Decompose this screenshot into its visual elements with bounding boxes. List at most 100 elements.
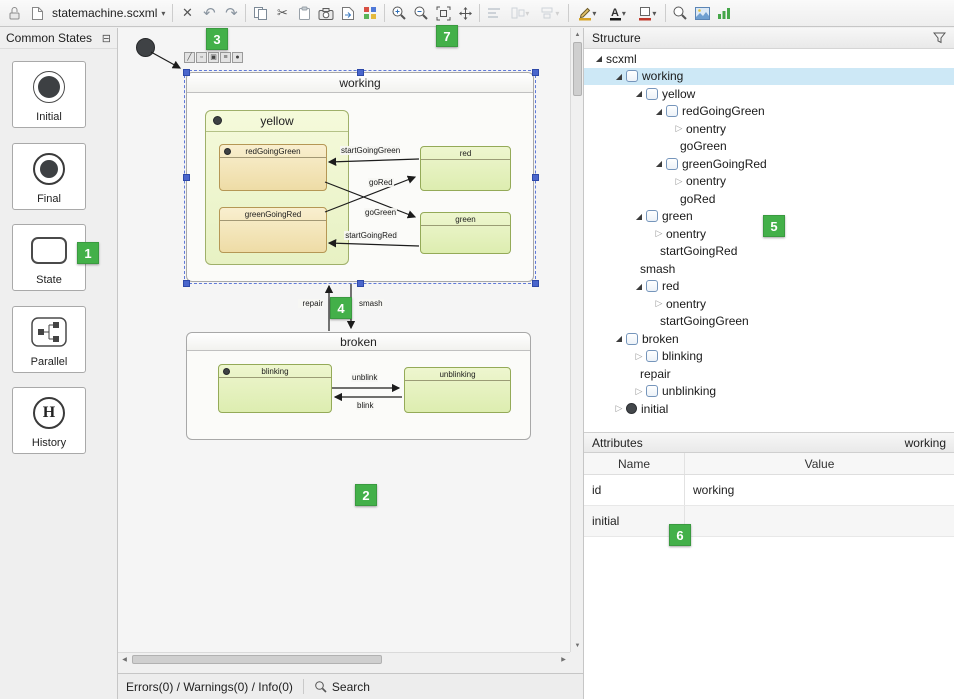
state-unblinking[interactable]: unblinking [404,367,511,413]
resize-handle[interactable] [532,280,539,287]
resize-handle[interactable] [183,280,190,287]
zoom-out-button[interactable] [410,2,432,24]
transition-label-blink[interactable]: blink [356,401,375,410]
palette-item-final[interactable]: Final [12,143,86,210]
palette-item-initial[interactable]: Initial [12,61,86,128]
magnifier-button[interactable] [669,2,691,24]
attribute-row-initial[interactable]: initial [584,506,954,537]
align-vertical-button[interactable]: ▾ [535,2,565,24]
transition-label-startGoingGreen[interactable]: startGoingGreen [340,146,401,155]
document-button[interactable] [26,2,48,24]
vertical-scrollbar[interactable]: ▲ ▼ [570,28,583,652]
horizontal-scroll-thumb[interactable] [132,655,382,664]
resize-handle[interactable] [357,280,364,287]
resize-handle[interactable] [357,69,364,76]
palette-item-history[interactable]: H History [12,387,86,454]
screenshot-button[interactable] [315,2,337,24]
palette-item-state[interactable]: State [12,224,86,291]
column-header-value[interactable]: Value [804,456,835,471]
tree-item-onentry[interactable]: ▷onentry [584,225,954,243]
tree-item-blinking[interactable]: ▷blinking [584,348,954,366]
zoom-in-button[interactable] [388,2,410,24]
column-header-name[interactable]: Name [584,453,685,474]
tree-expanded-icon[interactable]: ◢ [595,54,603,64]
resize-handle[interactable] [183,69,190,76]
font-color-button[interactable]: A ▾ [602,2,632,24]
statistics-button[interactable] [713,2,735,24]
fill-color-button[interactable]: ▾ [632,2,662,24]
tree-item-repair[interactable]: repair [584,365,954,383]
tree-item-startGoingGreen[interactable]: startGoingGreen [584,313,954,331]
tree-item-redGoingGreen[interactable]: ◢redGoingGreen [584,103,954,121]
tree-collapsed-icon[interactable]: ▷ [675,175,683,186]
adjuster-button-2[interactable]: ▫ [196,52,207,63]
adjuster-button-5[interactable]: ● [232,52,243,63]
vertical-scroll-thumb[interactable] [573,42,582,96]
adjuster-button-3[interactable]: ▣ [208,52,219,63]
close-document-button[interactable]: ✕ [176,2,198,24]
resize-handle[interactable] [532,174,539,181]
tree-expanded-icon[interactable]: ◢ [655,106,663,116]
resize-handle[interactable] [532,69,539,76]
export-button[interactable] [337,2,359,24]
scroll-up-icon[interactable]: ▲ [574,31,581,38]
file-selector[interactable]: statemachine.scxml ▾ [48,2,169,24]
tree-expanded-icon[interactable]: ◢ [635,211,643,221]
resize-handle[interactable] [183,174,190,181]
transition-label-smash[interactable]: smash [358,299,384,308]
attribute-value[interactable]: working [693,483,735,497]
adjuster-button-1[interactable]: ╱ [184,52,195,63]
tree-collapsed-icon[interactable]: ▷ [655,298,663,309]
tree-item-red[interactable]: ◢red [584,278,954,296]
color-theme-button[interactable] [359,2,381,24]
align-horizontal-button[interactable]: ▾ [505,2,535,24]
scroll-right-icon[interactable]: ▶ [561,657,566,663]
tree-expanded-icon[interactable]: ◢ [655,159,663,169]
align-button[interactable] [483,2,505,24]
state-green[interactable]: green [420,212,511,254]
state-greenGoingRed[interactable]: greenGoingRed [219,207,327,253]
tree-item-onentry[interactable]: ▷onentry [584,120,954,138]
lock-button[interactable] [4,2,26,24]
tree-item-broken[interactable]: ◢broken [584,330,954,348]
state-chart-canvas[interactable]: ╱ ▫ ▣ ≡ ● working yellow [118,28,570,652]
horizontal-scrollbar[interactable]: ◀ ▶ [118,652,570,665]
filter-icon[interactable] [933,32,946,44]
tree-expanded-icon[interactable]: ◢ [615,71,623,81]
tree-item-goRed[interactable]: goRed [584,190,954,208]
tree-item-goGreen[interactable]: goGreen [584,138,954,156]
tree-item-green[interactable]: ◢green [584,208,954,226]
tree-expanded-icon[interactable]: ◢ [615,334,623,344]
paste-button[interactable] [293,2,315,24]
pan-button[interactable] [454,2,476,24]
undo-button[interactable]: ↶ [198,2,220,24]
tree-item-initial[interactable]: ▷initial [584,400,954,418]
tree-item-working[interactable]: ◢working [584,67,954,85]
tree-item-onentry[interactable]: ▷onentry [584,173,954,191]
scroll-left-icon[interactable]: ◀ [122,657,127,663]
state-redGoingGreen[interactable]: redGoingGreen [219,144,327,191]
tree-item-scxml[interactable]: ◢scxml [584,50,954,68]
tree-collapsed-icon[interactable]: ▷ [635,350,643,361]
transition-label-repair[interactable]: repair [298,299,324,308]
cut-button[interactable]: ✂ [271,2,293,24]
copy-button[interactable] [249,2,271,24]
tree-expanded-icon[interactable]: ◢ [635,281,643,291]
attribute-row-id[interactable]: id working [584,475,954,506]
tree-expanded-icon[interactable]: ◢ [635,89,643,99]
tree-collapsed-icon[interactable]: ▷ [675,123,683,134]
transition-label-goGreen[interactable]: goGreen [364,208,398,217]
tree-item-unblinking[interactable]: ▷unblinking [584,383,954,401]
pen-color-button[interactable]: ▾ [572,2,602,24]
tree-item-smash[interactable]: smash [584,260,954,278]
state-working[interactable]: working yellow redGoingGreen greenGoingR… [183,69,539,287]
tree-item-yellow[interactable]: ◢yellow [584,85,954,103]
issues-button[interactable]: Errors(0) / Warnings(0) / Info(0) [126,679,293,694]
tree-collapsed-icon[interactable]: ▷ [655,228,663,239]
attribute-value[interactable] [685,506,954,536]
tree-collapsed-icon[interactable]: ▷ [635,385,643,396]
transition-label-unblink[interactable]: unblink [351,373,379,382]
scroll-down-icon[interactable]: ▼ [574,642,581,649]
tree-item-startGoingRed[interactable]: startGoingRed [584,243,954,261]
capture-image-button[interactable] [691,2,713,24]
